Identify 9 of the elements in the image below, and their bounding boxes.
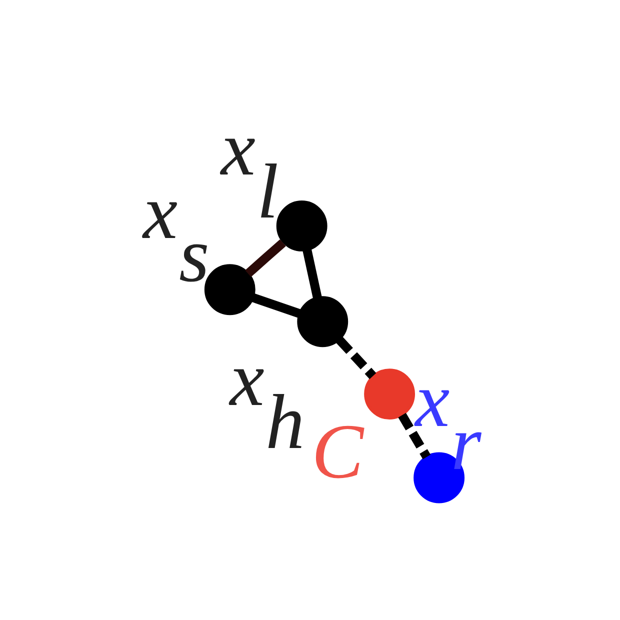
node-label: C [311,408,364,494]
node-circle [364,368,415,420]
connector [244,239,286,277]
connector [398,412,430,460]
connector [251,293,300,318]
node-circle [276,200,327,252]
node-circle [296,296,348,348]
connector [336,336,376,380]
connector [302,248,322,298]
